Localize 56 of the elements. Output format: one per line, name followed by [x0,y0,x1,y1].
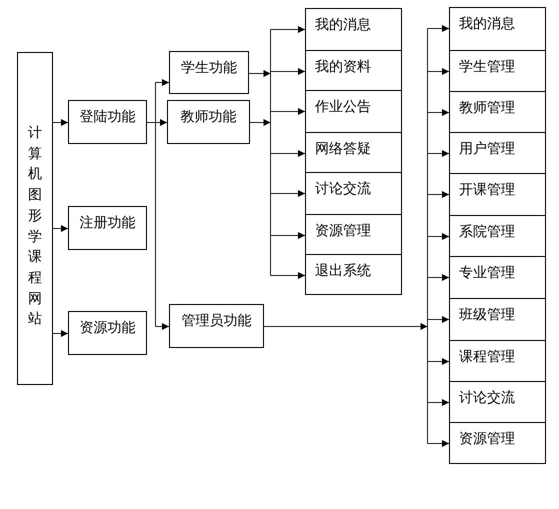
function-box: 教师功能 [167,100,250,144]
arrow [427,316,450,323]
arrow [155,79,170,86]
arrow [270,190,306,197]
connector-line [427,28,428,444]
connector-line [146,122,156,123]
arrow [270,108,306,115]
function-box: 管理员功能 [169,304,264,348]
menu-item-box: 讨论交流 [305,172,402,215]
menu-item-box: 用户管理 [449,132,546,174]
arrow [427,109,450,116]
menu-item-box: 资源管理 [449,422,546,464]
menu-item-box: 我的消息 [305,8,402,51]
menu-item-box: 我的消息 [449,7,546,51]
arrow [427,68,450,75]
menu-item-box: 讨论交流 [449,381,546,423]
arrow [427,25,450,32]
arrow [427,399,450,406]
menu-item-box: 专业管理 [449,256,546,299]
arrow [155,323,170,330]
arrow [427,358,450,365]
arrow [427,440,450,447]
menu-item-box: 课程管理 [449,340,546,382]
arrow [270,232,306,239]
arrow [52,225,68,232]
menu-item-box: 资源管理 [305,214,402,255]
arrow [250,119,271,126]
menu-item-box: 教师管理 [449,91,546,133]
arrow [427,150,450,157]
menu-item-box: 系院管理 [449,215,546,257]
arrow [270,150,306,157]
connector-line [155,82,156,327]
menu-item-box: 网络答疑 [305,132,402,173]
menu-item-box: 退出系统 [305,254,402,295]
function-box: 学生功能 [169,51,249,94]
arrow [427,274,450,281]
arrow [52,119,68,126]
connector-line [270,29,271,276]
function-box: 注册功能 [68,206,147,250]
arrow [270,272,306,279]
arrow [270,68,306,75]
menu-item-box: 班级管理 [449,298,546,341]
menu-item-box: 开课管理 [449,173,546,216]
menu-item-box: 学生管理 [449,50,546,92]
arrow [427,233,450,240]
arrow [248,70,271,77]
function-box: 资源功能 [68,311,147,355]
function-box: 登陆功能 [68,100,147,144]
arrow [52,330,68,337]
arrow [270,26,306,33]
arrow [264,323,428,330]
arrow [155,119,168,126]
site-title-box: 计算机图形学课程网站 [17,52,53,385]
menu-item-box: 我的资料 [305,50,402,91]
menu-item-box: 作业公告 [305,90,402,133]
arrow [427,191,450,198]
